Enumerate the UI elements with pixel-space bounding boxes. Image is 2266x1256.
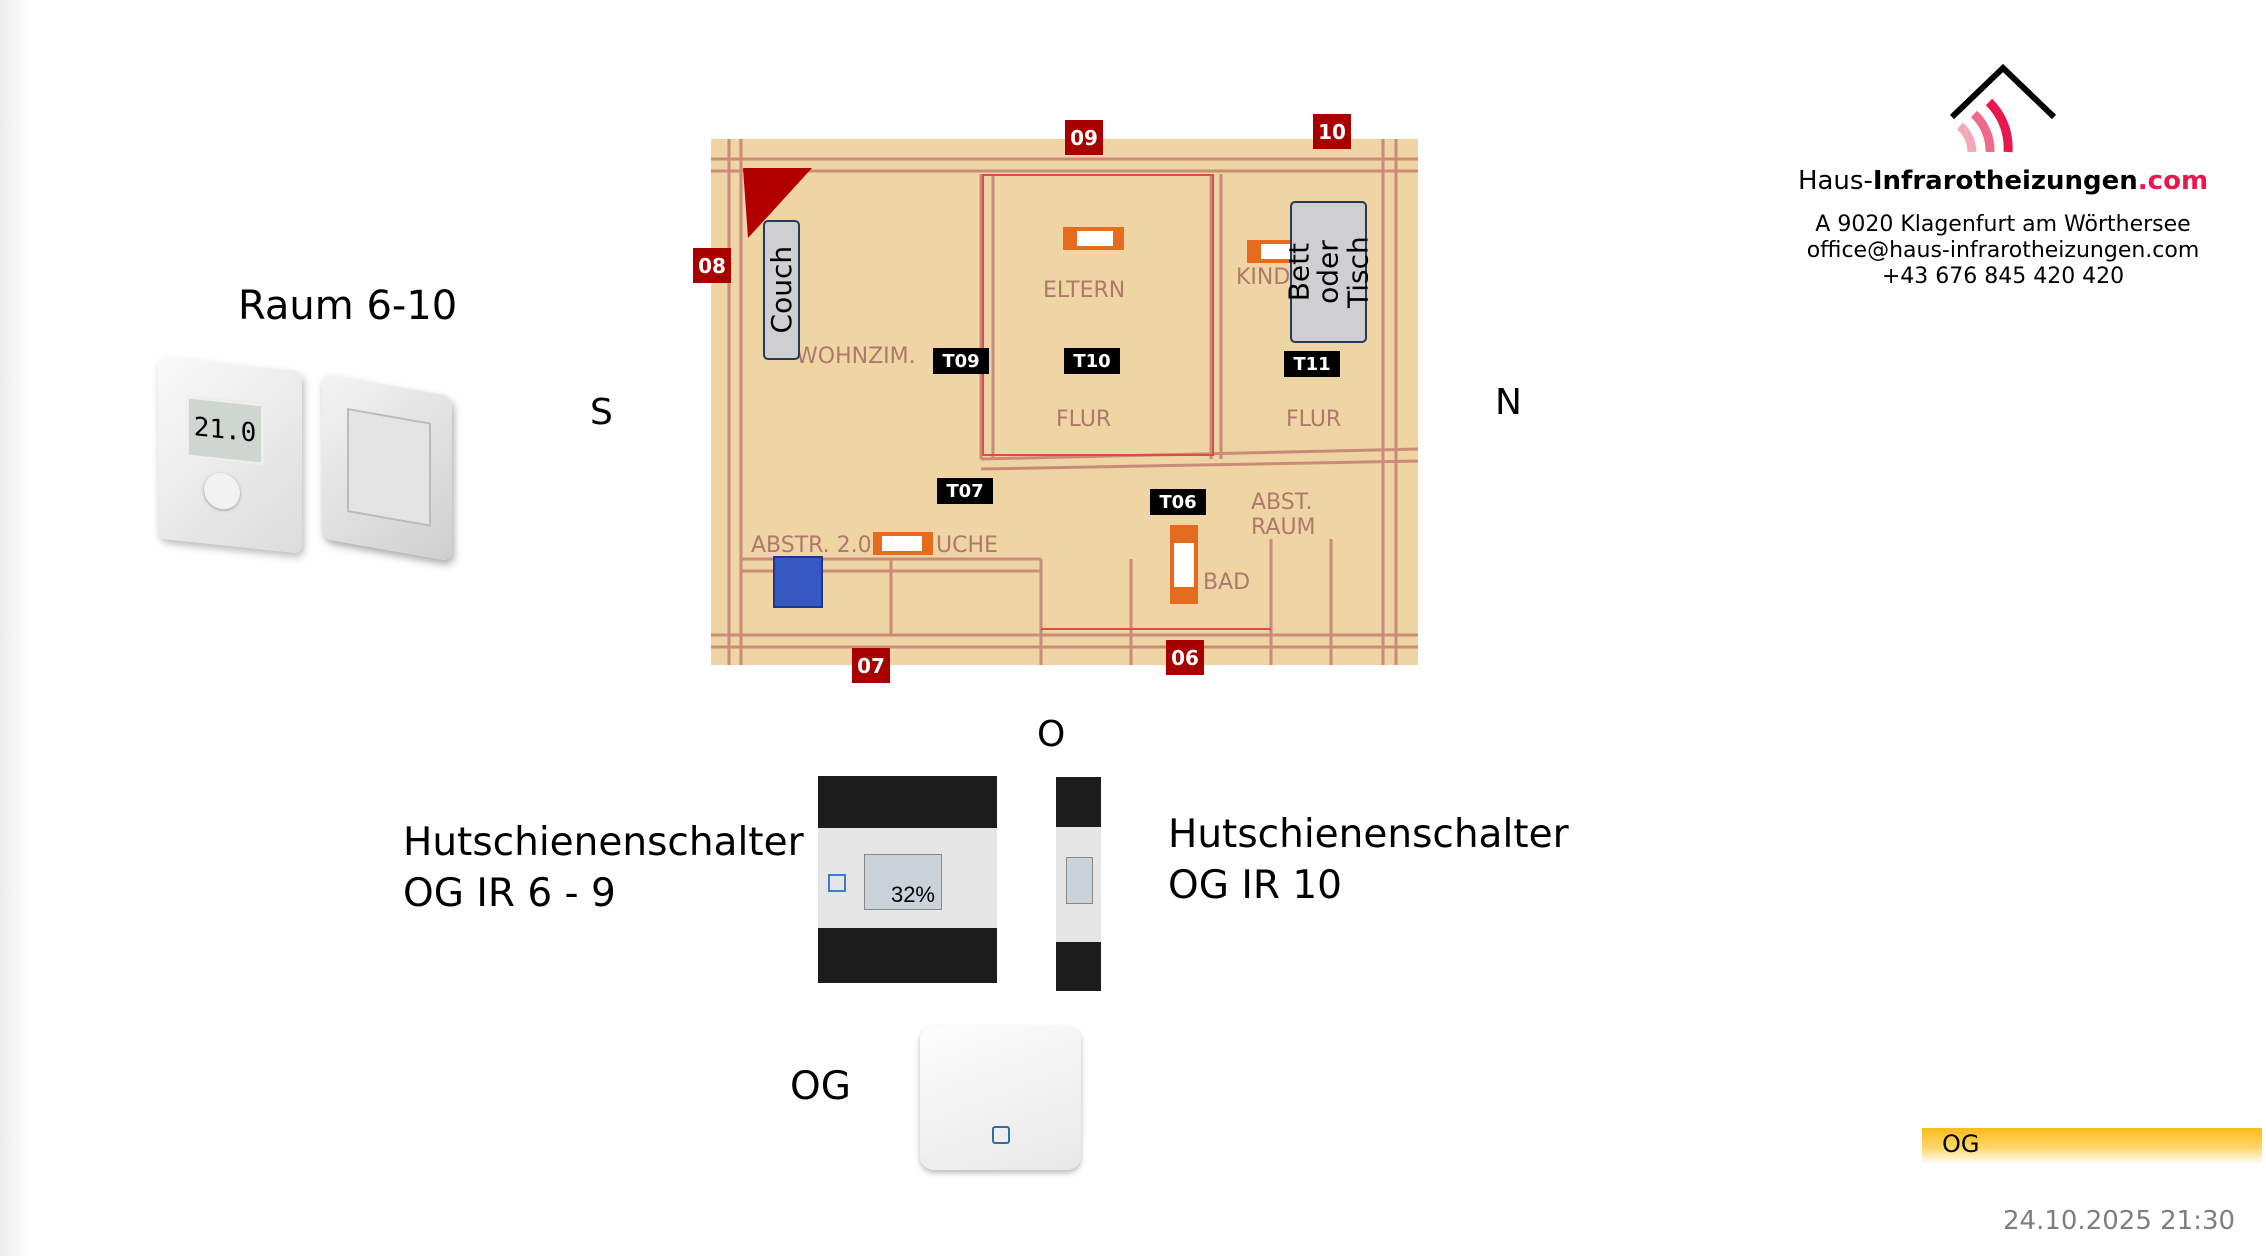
thermostat-label-t11: T11 xyxy=(1284,351,1340,377)
svg-text:ABST.: ABST. xyxy=(1251,490,1313,515)
compass-north: N xyxy=(1495,382,1522,423)
zone-marker-06: 06 xyxy=(1166,640,1204,675)
svg-text:KIND: KIND xyxy=(1236,265,1290,290)
compass-south: S xyxy=(590,392,613,433)
switch-right-line2: OG IR 10 xyxy=(1168,862,1342,908)
din-rail-switch-4ch-image: 32% xyxy=(818,776,997,983)
svg-text:FLUR: FLUR xyxy=(1056,407,1111,432)
switch-right-line1: Hutschienenschalter xyxy=(1168,812,1569,857)
floor-bar: OG xyxy=(1922,1128,2262,1164)
room-label: Raum 6-10 xyxy=(238,283,458,329)
bed-or-table-furniture: Bett oder Tisch xyxy=(1282,201,1374,343)
thermostat-label-t07: T07 xyxy=(937,478,993,504)
blue-device-square xyxy=(773,556,823,608)
svg-text:ELTERN: ELTERN xyxy=(1043,278,1125,303)
company-contact: A 9020 Klagenfurt am Wörthersee office@h… xyxy=(1780,212,2226,290)
switch-left-line2: OG IR 6 - 9 xyxy=(403,870,616,916)
din-rail-switch-1ch-image xyxy=(1056,777,1101,991)
company-brand: Haus-Infrarotheizungen.com xyxy=(1797,166,2209,196)
thermostat-image: 21.0 xyxy=(158,356,302,554)
company-phone: +43 676 845 420 420 xyxy=(1881,264,2125,289)
access-point-image xyxy=(920,1026,1081,1170)
switch-left-line1: Hutschienenschalter xyxy=(403,820,804,865)
zone-marker-09: 09 xyxy=(1065,120,1103,155)
thermostat-backplate-image xyxy=(322,373,452,562)
thermostat-label-t06: T06 xyxy=(1150,489,1206,515)
timestamp: 24.10.2025 21:30 xyxy=(2003,1206,2236,1236)
thermostat-label-t10: T10 xyxy=(1064,348,1120,374)
svg-text:BAD: BAD xyxy=(1203,570,1250,595)
zone-marker-10: 10 xyxy=(1313,114,1351,149)
svg-text:ABSTR. 2.0: ABSTR. 2.0 xyxy=(751,533,872,558)
zone-marker-08: 08 xyxy=(693,248,731,283)
company-logo-icon xyxy=(1949,63,2057,153)
couch-furniture: Couch xyxy=(763,220,800,360)
zone-marker-07: 07 xyxy=(852,648,890,683)
floor-plan: ELTERN KIND WOHNZIM. FLUR FLUR ABSTR. 2.0 U… xyxy=(711,139,1418,665)
floor-plan-drawing: ELTERN KIND WOHNZIM. FLUR FLUR ABSTR. 2.0 U… xyxy=(711,139,1418,665)
switch-left-label: Hutschienenschalter OG IR 6 - 9 xyxy=(403,818,804,919)
slide-edge xyxy=(0,0,30,1256)
company-address: A 9020 Klagenfurt am Wörthersee xyxy=(1815,212,2191,237)
access-point-label: OG xyxy=(790,1064,851,1109)
svg-text:WOHNZIM.: WOHNZIM. xyxy=(796,344,916,369)
switch-right-label: Hutschienenschalter OG IR 10 xyxy=(1168,810,1569,911)
thermostat-label-t09: T09 xyxy=(933,348,989,374)
svg-text:UCHE: UCHE xyxy=(936,533,998,558)
ir-heater-06 xyxy=(1170,525,1198,604)
corner-heater-triangle xyxy=(743,168,812,238)
ir-heater-09 xyxy=(1063,227,1124,250)
company-email: office@haus-infrarotheizungen.com xyxy=(1806,238,2200,263)
compass-east: O xyxy=(1037,714,1066,755)
ir-heater-07 xyxy=(873,532,933,555)
floor-bar-label: OG xyxy=(1942,1130,1980,1158)
svg-text:FLUR: FLUR xyxy=(1286,407,1341,432)
svg-text:RAUM: RAUM xyxy=(1251,515,1316,540)
